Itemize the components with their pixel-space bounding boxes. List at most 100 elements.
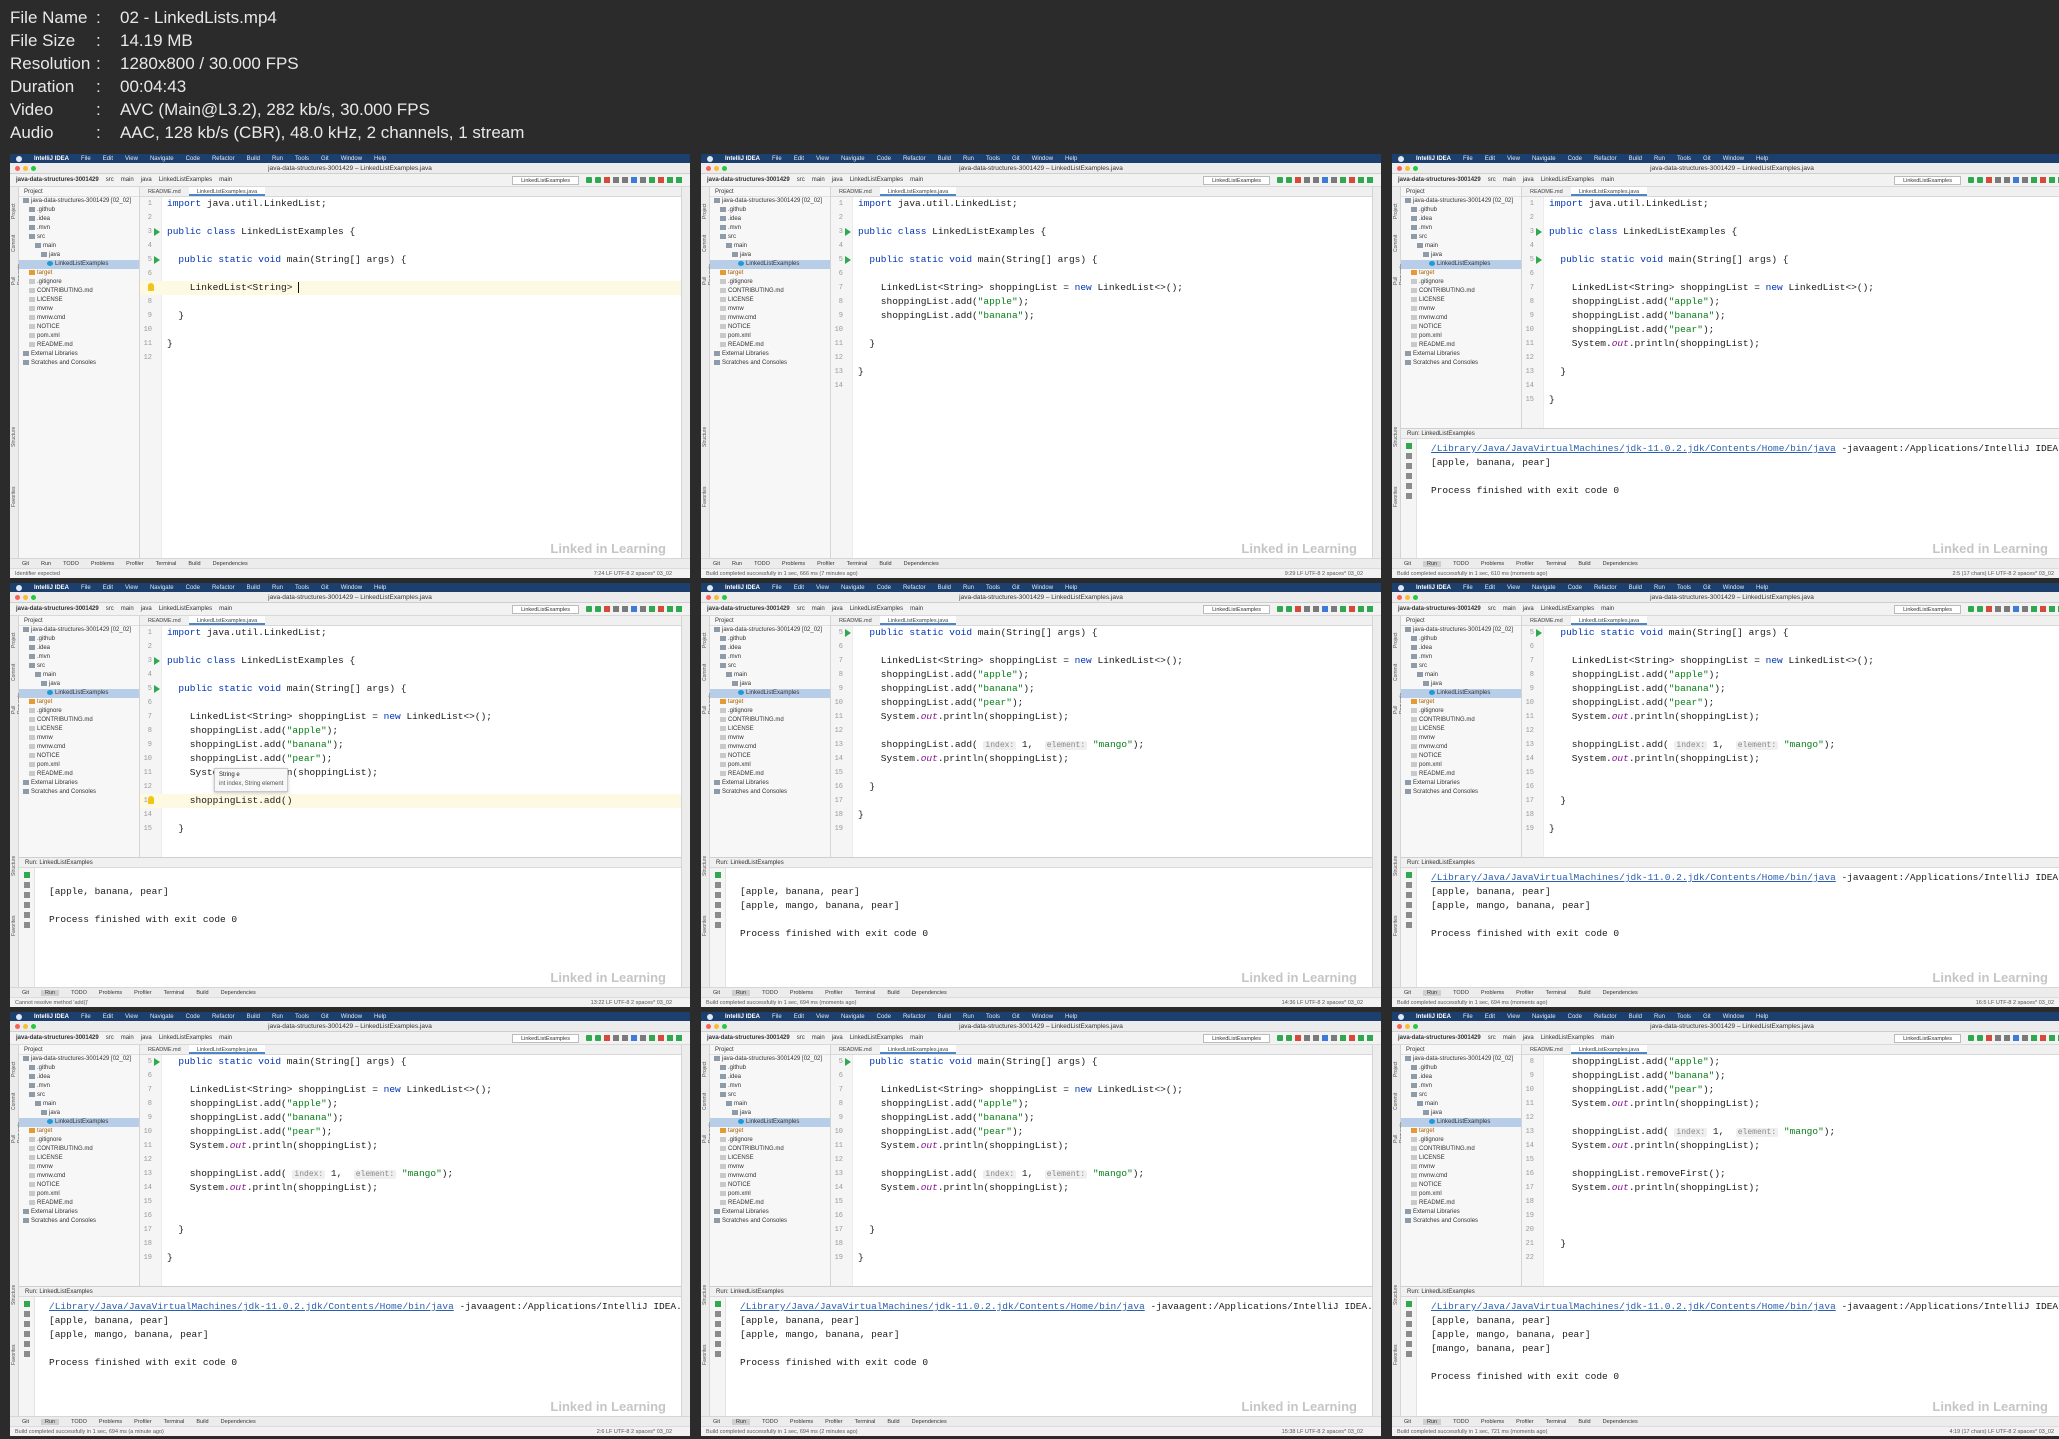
project-tree-item[interactable]: .mvn: [1401, 653, 1521, 662]
project-tree-item[interactable]: .github: [19, 635, 139, 644]
breadcrumb-item[interactable]: java-data-structures-3001429: [1398, 1035, 1481, 1041]
project-tree-item[interactable]: mvnw.cmd: [19, 743, 139, 752]
project-tree-item[interactable]: .mvn: [19, 224, 139, 233]
menu-refactor[interactable]: Refactor: [1593, 155, 1617, 162]
tool-tab-build[interactable]: Build: [887, 1418, 900, 1425]
scroll-to-end-icon[interactable]: [1405, 902, 1412, 908]
project-tree-item[interactable]: mvnw: [1401, 734, 1521, 743]
menu-tools[interactable]: Tools: [295, 1013, 310, 1020]
tool-tab-profiler[interactable]: Profiler: [134, 1418, 152, 1425]
breadcrumb-item[interactable]: src: [105, 177, 114, 183]
close-window-button[interactable]: [15, 1024, 20, 1029]
tool-tab-todo[interactable]: TODO: [71, 1418, 87, 1425]
tool-tab-profiler[interactable]: Profiler: [825, 989, 843, 996]
project-tree-item[interactable]: .mvn: [19, 653, 139, 662]
breadcrumb-item[interactable]: java-data-structures-3001429: [16, 606, 99, 612]
menu-help[interactable]: Help: [1756, 155, 1769, 162]
menu-code[interactable]: Code: [876, 1013, 891, 1020]
stop-icon[interactable]: [23, 1311, 30, 1317]
editor-tab[interactable]: README.md: [148, 1047, 181, 1053]
debug-icon[interactable]: [1977, 606, 1983, 612]
project-tree-item[interactable]: CONTRIBUTING.md: [19, 716, 139, 725]
project-tree-item[interactable]: mvnw.cmd: [19, 1172, 139, 1181]
undo-icon[interactable]: [2040, 177, 2046, 183]
run-configuration-dropdown[interactable]: LinkedListExamples: [1203, 175, 1270, 185]
menu-build[interactable]: Build: [246, 155, 260, 162]
tool-tab-dependencies[interactable]: Dependencies: [1602, 1418, 1638, 1425]
project-tree-item[interactable]: java: [19, 1109, 139, 1118]
side-tab-commit[interactable]: Commit: [1393, 1092, 1399, 1110]
menu-git[interactable]: Git: [321, 155, 329, 162]
scroll-to-end-icon[interactable]: [1405, 1331, 1412, 1337]
stop-icon[interactable]: [2004, 1035, 2010, 1041]
run-gutter-icon[interactable]: [845, 629, 851, 637]
project-tree-item[interactable]: src: [1401, 1091, 1521, 1100]
zoom-window-button[interactable]: [31, 1024, 36, 1029]
run-tab[interactable]: LinkedListExamples: [37, 1289, 93, 1295]
menu-git[interactable]: Git: [1703, 155, 1711, 162]
breadcrumb-item[interactable]: LinkedListExamples: [158, 177, 213, 183]
run-configuration-dropdown[interactable]: LinkedListExamples: [1203, 1033, 1270, 1043]
menu-tools[interactable]: Tools: [1677, 155, 1692, 162]
tool-tab-terminal[interactable]: Terminal: [155, 560, 177, 567]
menu-git[interactable]: Git: [1703, 1013, 1711, 1020]
tool-tab-dependencies[interactable]: Dependencies: [212, 560, 248, 567]
breadcrumb-item[interactable]: LinkedListExamples: [1540, 177, 1595, 183]
coverage-icon[interactable]: [1986, 606, 1992, 612]
project-tree-item[interactable]: main: [1401, 1100, 1521, 1109]
run-icon[interactable]: [586, 177, 592, 183]
project-tree-item[interactable]: Scratches and Consoles: [710, 359, 830, 368]
tool-tab-todo[interactable]: TODO: [63, 560, 79, 567]
code-editor[interactable]: 8 shoppingList.add("apple");9 shoppingLi…: [1522, 1055, 2059, 1286]
tool-tab-git[interactable]: Git: [22, 1418, 30, 1425]
menu-git[interactable]: Git: [321, 1013, 329, 1020]
side-tab-favorites[interactable]: Favorites: [1393, 915, 1399, 936]
side-tab-project[interactable]: Project: [11, 203, 17, 219]
settings-icon[interactable]: [1367, 606, 1373, 612]
git-update-icon[interactable]: [2013, 1035, 2019, 1041]
restore-layout-icon[interactable]: [1405, 463, 1412, 469]
project-tree-item[interactable]: main: [19, 242, 139, 251]
minimize-window-button[interactable]: [23, 1024, 28, 1029]
zoom-window-button[interactable]: [1413, 166, 1418, 171]
side-tab-project[interactable]: Project: [1393, 632, 1399, 648]
project-tree-item[interactable]: java-data-structures-3001429 [02_02]: [710, 626, 830, 635]
menu-help[interactable]: Help: [374, 584, 387, 591]
debug-icon[interactable]: [1977, 177, 1983, 183]
zoom-window-button[interactable]: [722, 595, 727, 600]
project-tree-item[interactable]: java-data-structures-3001429 [02_02]: [1401, 1055, 1521, 1064]
project-tree-item[interactable]: src: [19, 1091, 139, 1100]
project-tree-item[interactable]: java-data-structures-3001429 [02_02]: [19, 626, 139, 635]
stop-icon[interactable]: [23, 882, 30, 888]
run-configuration-dropdown[interactable]: LinkedListExamples: [512, 175, 579, 185]
menu-run[interactable]: Run: [272, 1013, 284, 1020]
menu-edit[interactable]: Edit: [793, 1013, 805, 1020]
menu-git[interactable]: Git: [321, 584, 329, 591]
tool-tab-problems[interactable]: Problems: [1480, 560, 1505, 567]
project-tree-item[interactable]: java: [710, 1109, 830, 1118]
project-tree-item[interactable]: .gitignore: [1401, 707, 1521, 716]
menu-intellij-idea[interactable]: IntelliJ IDEA: [34, 1013, 70, 1020]
project-tree-item[interactable]: README.md: [710, 1199, 830, 1208]
project-tree-item[interactable]: External Libraries: [19, 1208, 139, 1217]
project-tree-item[interactable]: main: [1401, 242, 1521, 251]
close-window-button[interactable]: [706, 166, 711, 171]
side-tab-pull-requests[interactable]: Pull Requests: [702, 1122, 714, 1143]
project-tree-item[interactable]: target: [19, 269, 139, 278]
history-icon[interactable]: [1340, 1035, 1346, 1041]
breadcrumb-item[interactable]: main: [120, 1035, 134, 1041]
menu-tools[interactable]: Tools: [1677, 584, 1692, 591]
menu-help[interactable]: Help: [374, 155, 387, 162]
project-tree-item[interactable]: pom.xml: [710, 332, 830, 341]
apple-icon[interactable]: [16, 155, 22, 162]
project-tree-item[interactable]: LICENSE: [710, 1154, 830, 1163]
trash-icon[interactable]: [714, 922, 721, 928]
tool-tab-terminal[interactable]: Terminal: [1545, 989, 1567, 996]
menu-tools[interactable]: Tools: [295, 155, 310, 162]
project-tree-item[interactable]: LinkedListExamples: [19, 689, 139, 698]
print-icon[interactable]: [1405, 1341, 1412, 1347]
project-tree-item[interactable]: target: [19, 698, 139, 707]
project-tree-item[interactable]: NOTICE: [710, 1181, 830, 1190]
tool-tab-problems[interactable]: Problems: [1480, 1418, 1505, 1425]
